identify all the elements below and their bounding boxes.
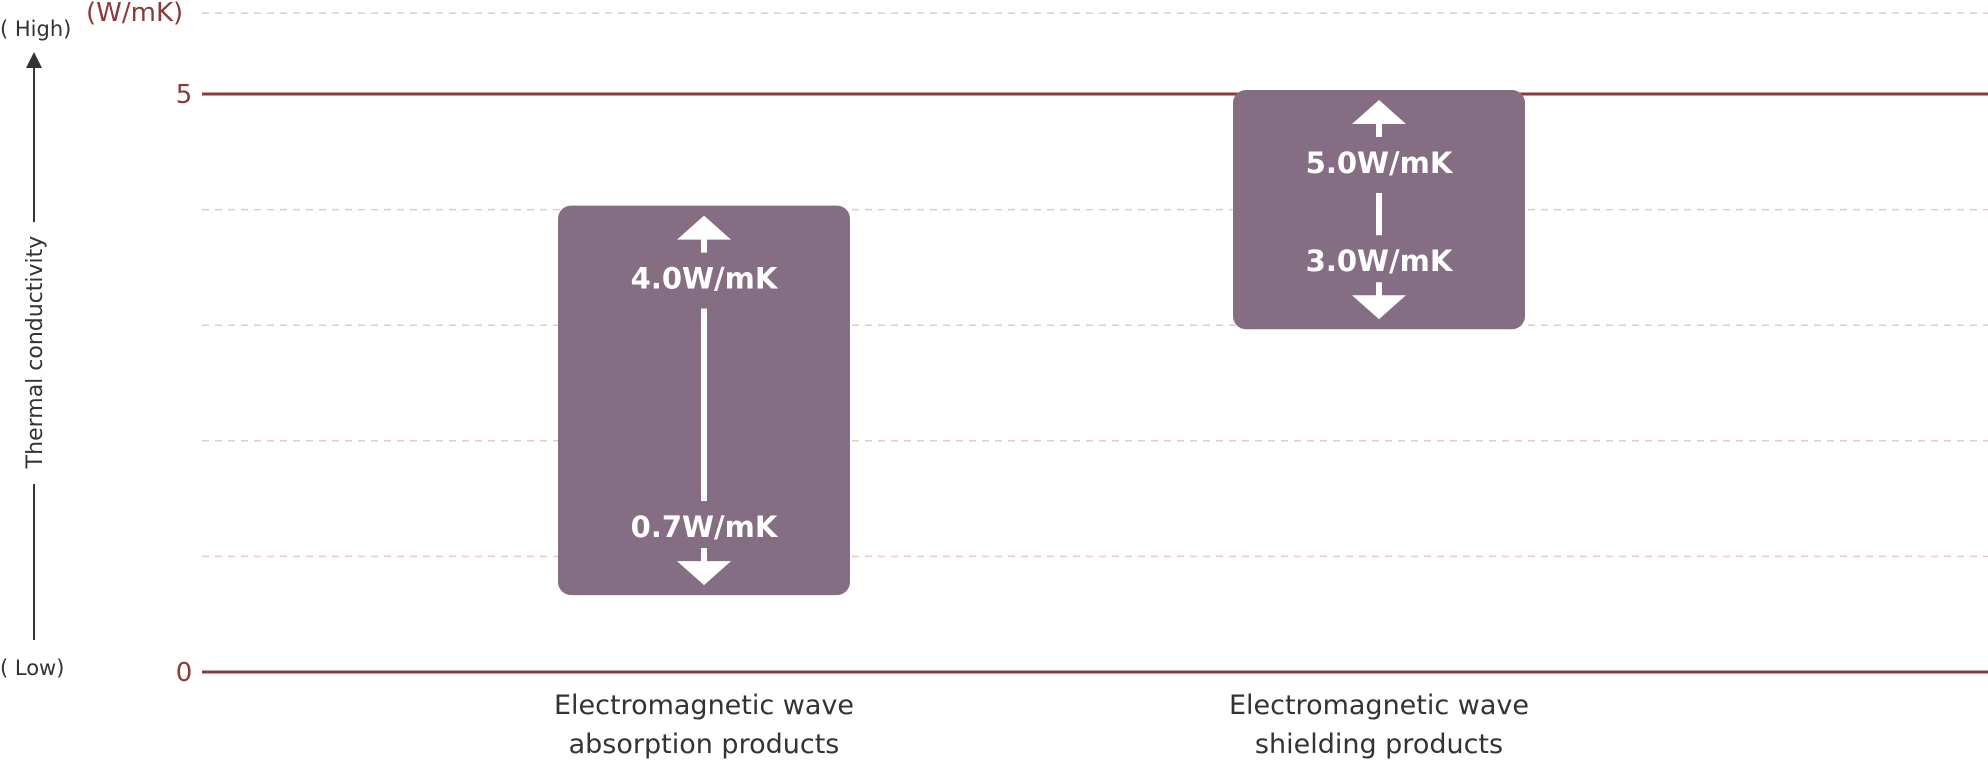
range-high-label: 5.0W/mK <box>1306 146 1454 180</box>
y-tick-label: 5 <box>176 80 193 110</box>
y-low-label: ( Low) <box>0 656 64 680</box>
range-box-group: 4.0W/mK 0.7W/mK <box>558 205 850 596</box>
range-boxes: 4.0W/mK 0.7W/mK 5.0W/mK 3.0W/mK <box>558 90 1525 596</box>
range-connector-line <box>701 308 707 502</box>
y-high-label: ( High) <box>0 17 71 41</box>
arrow-up-icon <box>26 52 42 68</box>
arrow-up-stem <box>701 238 707 253</box>
y-tick-labels: 05 <box>176 80 193 688</box>
range-low-label: 3.0W/mK <box>1306 244 1454 278</box>
range-connector-line <box>1376 193 1382 236</box>
category-labels: Electromagnetic wave absorption products E… <box>554 690 1529 760</box>
y-axis-indicator: ( High) ( Low) Thermal conductivity <box>0 17 71 680</box>
arrow-down-icon <box>677 561 731 586</box>
arrow-down-stem <box>1376 282 1382 297</box>
unit-label: (W/mK) <box>86 0 183 28</box>
arrow-up-stem <box>1376 123 1382 137</box>
range-high-label: 4.0W/mK <box>631 262 779 296</box>
arrow-up-icon <box>677 215 731 240</box>
axis-layer <box>202 92 1988 674</box>
category-label: absorption products <box>569 729 840 760</box>
category-label: Electromagnetic wave <box>1229 690 1529 721</box>
arrow-down-icon <box>1352 295 1406 320</box>
range-box-group: 5.0W/mK 3.0W/mK <box>1233 90 1525 330</box>
category-label: shielding products <box>1255 729 1503 760</box>
category-label: Electromagnetic wave <box>554 690 854 721</box>
y-axis-title: Thermal conductivity <box>23 236 48 470</box>
range-low-label: 0.7W/mK <box>631 510 779 544</box>
y-tick-label: 0 <box>176 658 193 688</box>
arrow-down-stem <box>701 548 707 563</box>
grid-layer <box>202 12 1988 558</box>
arrow-up-icon <box>1352 100 1406 124</box>
